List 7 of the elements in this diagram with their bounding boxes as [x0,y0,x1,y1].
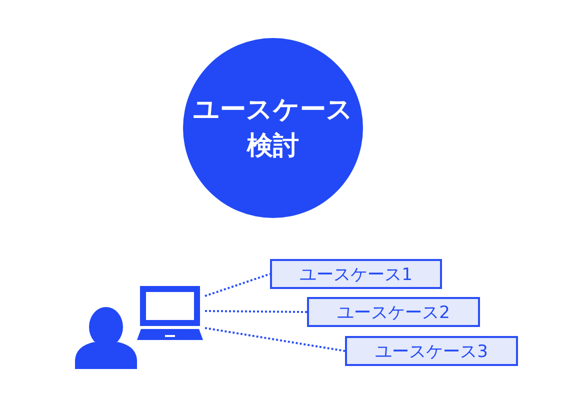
use-case-box: ユースケース2 [307,297,480,327]
dotted-connector [204,310,308,313]
topic-circle: ユースケース検討 [183,38,363,218]
use-case-box: ユースケース3 [345,336,518,366]
use-case-box: ユースケース1 [270,259,442,289]
dotted-connector [204,327,346,352]
dotted-connector [204,273,270,297]
